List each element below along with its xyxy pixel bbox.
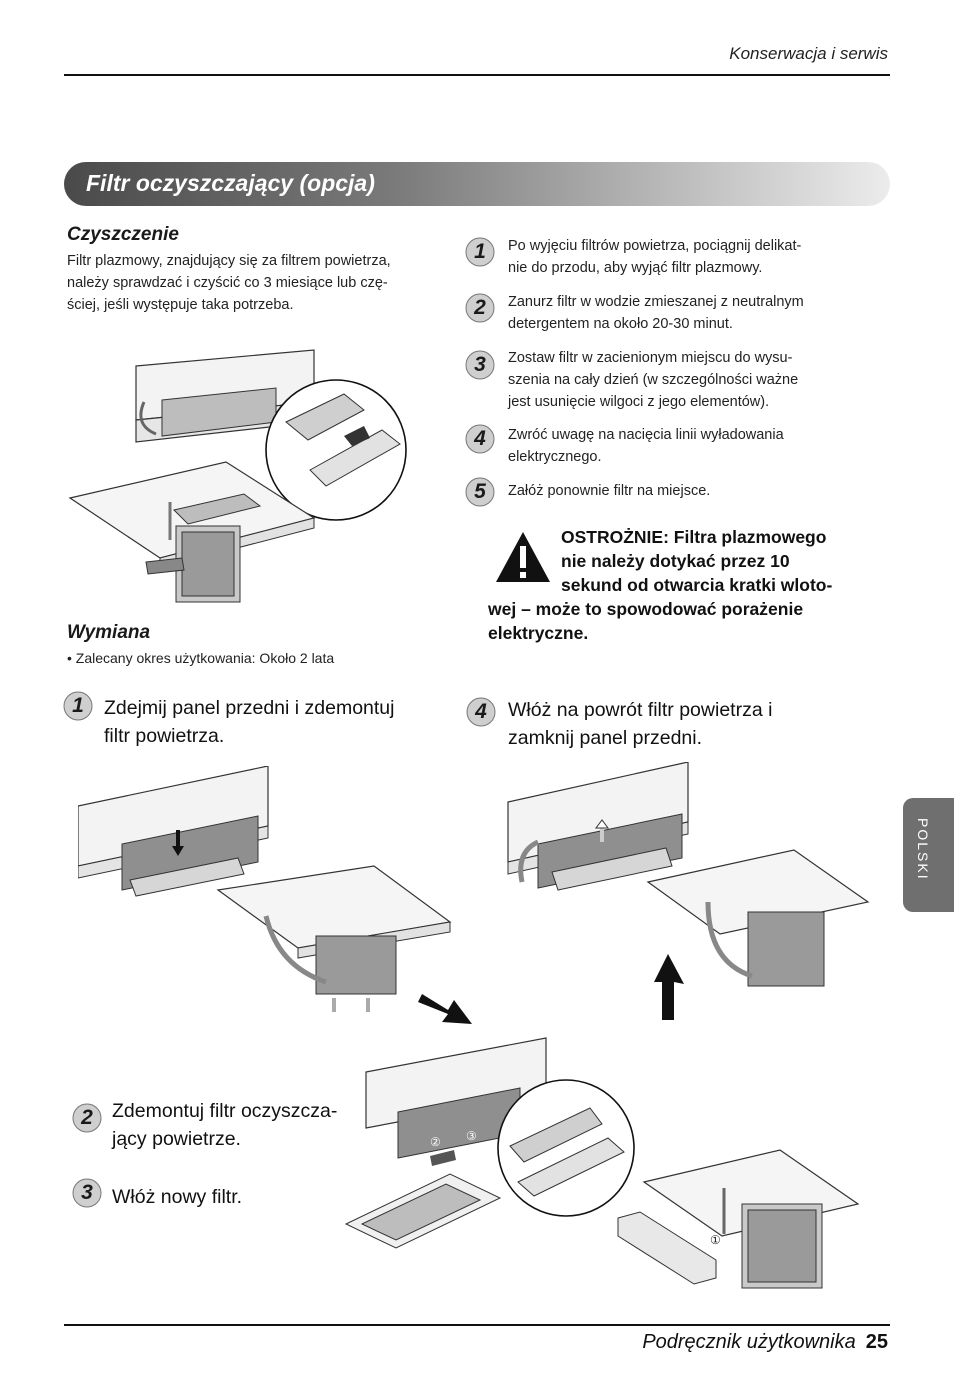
cleaning-step-line: Zanurz filtr w wodzie zmieszanej z neutr…: [508, 294, 804, 310]
circled-3-label: ③: [466, 1129, 477, 1143]
cleaning-step-line: Zwróć uwagę na nacięcia linii wyładowani…: [508, 427, 784, 443]
circled-2-label: ②: [430, 1135, 441, 1149]
cleaning-step-line: detergentem na około 20-30 minut.: [508, 316, 733, 332]
replacement-step-number: [72, 1178, 102, 1208]
replacement-step-line: Włóż nowy filtr.: [112, 1186, 243, 1208]
replacement-new-filter-illustration: ①: [617, 1149, 860, 1289]
replacement-step-number-label: 1: [72, 694, 84, 717]
cleaning-step-number: [465, 350, 495, 380]
cleaning-step-line: szenia na cały dzień (w szczególności wa…: [508, 372, 799, 388]
replacement-heading: Wymiana: [67, 622, 151, 643]
language-tab-label: POLSKI: [915, 818, 931, 881]
cleaning-step-line: Po wyjęciu filtrów powietrza, pociągnij …: [508, 238, 802, 254]
caution-line: OSTROŻNIE: Filtra plazmowego: [561, 527, 827, 547]
page-number: 25: [865, 1331, 888, 1353]
arrow-up-icon: [654, 954, 684, 1020]
cleaning-step-line: elektrycznego.: [508, 449, 602, 465]
replacement-step-text: Włóż nowy filtr.: [112, 1183, 242, 1211]
caution-line: wej – może to spowodować porażenie: [488, 599, 804, 619]
cleaning-description: Filtr plazmowy, znajdujący się za filtre…: [67, 250, 447, 316]
circled-1-label: ①: [710, 1233, 721, 1247]
caution-line: sekund od otwarcia kratki wloto-: [561, 575, 833, 595]
footer: Podręcznik użytkownika 25: [642, 1331, 888, 1354]
replacement-step2-3-illustration: ② ③: [344, 1037, 635, 1249]
cleaning-step-number-label: 2: [474, 296, 486, 319]
cleaning-line: ściej, jeśli występuje taka potrzeba.: [67, 297, 294, 313]
cleaning-step-text: Załóż ponownie filtr na miejsce.: [508, 480, 710, 502]
cleaning-step-line: Zostaw filtr w zacienionym miejscu do wy…: [508, 350, 793, 366]
replacement-step-line: jący powietrze.: [112, 1128, 241, 1150]
replacement-step-number: [63, 691, 93, 721]
replacement-note: • Zalecany okres użytkowania: Około 2 la…: [67, 650, 335, 666]
footer-rule: [64, 1324, 890, 1326]
cleaning-illustration: [68, 349, 407, 603]
cleaning-step-line: nie do przodu, aby wyjąć filtr plazmowy.: [508, 260, 763, 276]
cleaning-line: Filtr plazmowy, znajdujący się za filtre…: [67, 253, 391, 269]
cleaning-step-line: jest usunięcie wilgoci z jego elementów)…: [508, 394, 770, 410]
replacement-step-number: [72, 1103, 102, 1133]
cleaning-step-text: Po wyjęciu filtrów powietrza, pociągnij …: [508, 235, 801, 279]
footer-title: Podręcznik użytkownika: [642, 1331, 856, 1353]
replacement-step-text: Zdejmij panel przedni i zdemontuj filtr …: [104, 694, 394, 750]
replacement-step-text: Włóż na powrót filtr powietrza i zamknij…: [508, 696, 772, 752]
section-title: Filtr oczyszczający (opcja): [86, 170, 375, 196]
cleaning-step-number: [465, 293, 495, 323]
replacement-step1-illustration: [78, 766, 452, 1012]
caution-text: OSTROŻNIE: Filtra plazmowego nie należy …: [561, 525, 832, 597]
cleaning-step-text: Zanurz filtr w wodzie zmieszanej z neutr…: [508, 291, 804, 335]
replacement-step-number-label: 4: [475, 700, 487, 723]
replacement-step-line: zamknij panel przedni.: [508, 727, 703, 749]
replacement-step-line: Włóż na powrót filtr powietrza i: [508, 699, 773, 721]
cleaning-step-number-label: 1: [474, 240, 486, 263]
cleaning-step-number: [465, 237, 495, 267]
cleaning-step-line: Załóż ponownie filtr na miejsce.: [508, 483, 711, 499]
cleaning-heading: Czyszczenie: [67, 224, 179, 245]
cleaning-step-number: [465, 477, 495, 507]
replacement-step4-illustration: [507, 762, 870, 987]
cleaning-step-number-label: 3: [474, 353, 486, 376]
replacement-step-number: [466, 697, 496, 727]
replacement-step-text: Zdemontuj filtr oczyszcza- jący powietrz…: [112, 1097, 337, 1153]
cleaning-step-text: Zostaw filtr w zacienionym miejscu do wy…: [508, 347, 798, 413]
cleaning-step-text: Zwróć uwagę na nacięcia linii wyładowani…: [508, 424, 784, 468]
replacement-step-line: Zdemontuj filtr oczyszcza-: [112, 1100, 338, 1122]
replacement-step-line: filtr powietrza.: [104, 725, 225, 747]
cleaning-step-number: [465, 424, 495, 454]
caution-text-continued: wej – może to spowodować porażenie elekt…: [488, 597, 803, 645]
replacement-step-number-label: 2: [81, 1106, 93, 1129]
arrow-right-down-icon: [418, 994, 472, 1024]
caution-line: nie należy dotykać przez 10: [561, 551, 790, 571]
warning-triangle-icon: [496, 532, 550, 582]
cleaning-line: należy sprawdzać i czyścić co 3 miesiące…: [67, 275, 388, 291]
header-rule: [64, 74, 890, 76]
section-banner: [64, 162, 890, 206]
caution-line: elektryczne.: [488, 623, 589, 643]
cleaning-step-number-label: 5: [474, 480, 486, 503]
cleaning-step-number-label: 4: [474, 427, 486, 450]
replacement-step-number-label: 3: [81, 1181, 93, 1204]
section-header: Konserwacja i serwis: [729, 44, 888, 63]
replacement-step-line: Zdejmij panel przedni i zdemontuj: [104, 697, 395, 719]
language-tab: [903, 798, 954, 912]
